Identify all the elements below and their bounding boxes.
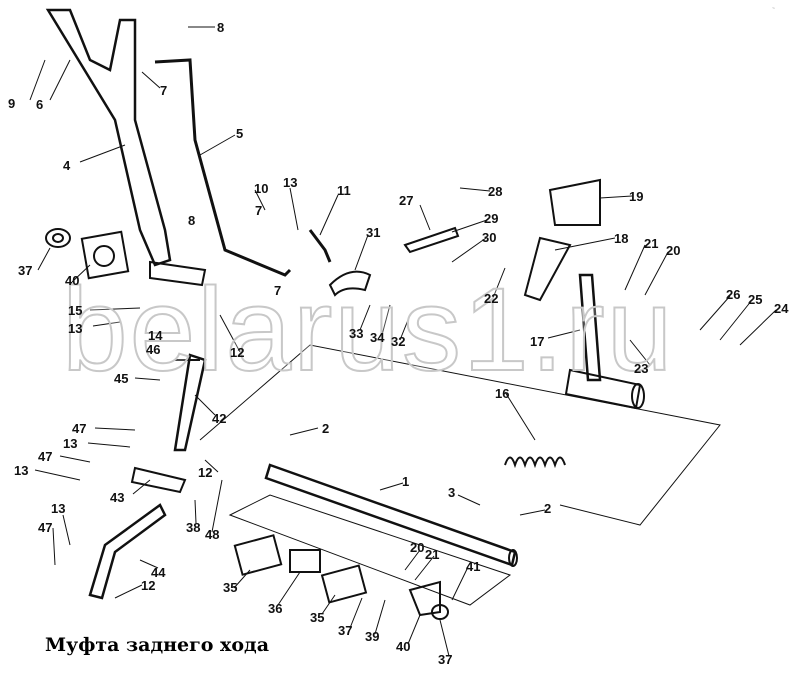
part-27 <box>403 226 460 254</box>
part-number-label: 15 <box>68 303 83 318</box>
part-number-label: 30 <box>482 230 497 245</box>
part-number-label: 9 <box>8 96 16 111</box>
part-number-label: 17 <box>530 334 545 349</box>
part-number-label: 12 <box>198 465 213 480</box>
part-number-label: 47 <box>38 520 53 535</box>
part-number-label: 47 <box>38 449 53 464</box>
part-number-label: 21 <box>425 547 440 562</box>
part-number-label: 5 <box>236 126 244 141</box>
part-number-label: 29 <box>484 211 499 226</box>
washer-part-37 <box>45 228 71 248</box>
part-number-label: 23 <box>634 361 649 376</box>
part-number-label: 16 <box>495 386 510 401</box>
part-number-label: 28 <box>488 184 503 199</box>
part-number-label: 12 <box>141 578 156 593</box>
part-number-label: 13 <box>63 436 78 451</box>
part-number-label: 35 <box>310 610 325 625</box>
part-number-label: 4 <box>63 158 71 173</box>
lever-part-44 <box>88 503 167 600</box>
part-number-label: 27 <box>399 193 414 208</box>
part-number-label: 7 <box>160 83 168 98</box>
part-number-label: 11 <box>337 183 351 198</box>
part-number-label: 18 <box>614 231 629 246</box>
rod-part-5 <box>154 58 292 277</box>
part-number-label: 37 <box>438 652 453 667</box>
part-number-label: 13 <box>51 501 66 516</box>
part-number-label: 20 <box>666 243 681 258</box>
part-number-label: 10 <box>254 181 269 196</box>
bushing-part-36 <box>289 549 321 573</box>
part-number-label: 34 <box>370 330 385 345</box>
part-number-label: 46 <box>146 342 161 357</box>
part-number-label: 41 <box>466 559 481 574</box>
plate-part-35 <box>233 534 283 576</box>
part-number-label: 40 <box>396 639 411 654</box>
lever-part-17 <box>578 273 602 382</box>
part-number-label: 12 <box>230 345 245 360</box>
pedal-pad-part-19 <box>548 178 601 226</box>
washer-part-37b <box>431 604 449 620</box>
part-number-label: 31 <box>366 225 381 240</box>
lever-part-4 <box>45 8 172 267</box>
frame-lines <box>199 344 721 526</box>
lever-part-42 <box>173 353 207 452</box>
part-11 <box>308 229 332 263</box>
part-number-label: 37 <box>18 263 33 278</box>
part-number-label: 48 <box>205 527 220 542</box>
part-number-label: 45 <box>114 371 129 386</box>
part-number-label: 13 <box>283 175 298 190</box>
leader-lines <box>29 26 777 657</box>
part-number-label: 44 <box>151 565 166 580</box>
part-number-label: 14 <box>148 328 163 343</box>
pedal-part-18 <box>523 236 572 302</box>
part-number-label: 6 <box>36 97 44 112</box>
spring-part-16 <box>504 456 566 469</box>
part-number-label: 43 <box>110 490 125 505</box>
part-number-label: 20 <box>410 540 425 555</box>
part-number-label: 42 <box>212 411 227 426</box>
part-number-label: 7 <box>274 283 282 298</box>
part-number-label: 13 <box>14 463 29 478</box>
part-number-label: 1 <box>402 474 410 489</box>
part-number-label: 22 <box>484 291 499 306</box>
part-number-label: 8 <box>217 20 225 35</box>
part-number-label: 36 <box>268 601 283 616</box>
part-number-label: 33 <box>349 326 364 341</box>
part-number-label: 38 <box>186 520 201 535</box>
diagram-title: Муфта заднего хода <box>45 634 270 656</box>
tube-part <box>564 368 642 410</box>
bracket-part-40 <box>80 230 130 280</box>
part-number-label: 2 <box>544 501 552 516</box>
part-number-label: 21 <box>644 236 659 251</box>
part-number-label: 8 <box>188 213 196 228</box>
plate-part-35b <box>320 564 368 604</box>
shaft-hub <box>149 260 207 287</box>
corner-code: ~ <box>772 6 775 12</box>
part-number-label: 24 <box>774 301 789 316</box>
part-number-label: 35 <box>223 580 238 595</box>
part-number-label: 26 <box>726 287 741 302</box>
part-number-label: 3 <box>448 485 456 500</box>
part-number-label: 40 <box>65 273 80 288</box>
part-number-label: 2 <box>322 421 330 436</box>
sector-part-31 <box>328 270 372 297</box>
part-number-label: 47 <box>72 421 87 436</box>
part-number-label: 37 <box>338 623 353 638</box>
plate-part-40 <box>408 580 441 617</box>
part-number-label: 7 <box>255 203 263 218</box>
part-number-label: 25 <box>748 292 763 307</box>
part-number-label: 13 <box>68 321 83 336</box>
part-number-label: 39 <box>365 629 380 644</box>
part-number-label: 19 <box>629 189 644 204</box>
part-43 <box>130 466 187 494</box>
part-number-label: 32 <box>391 334 406 349</box>
